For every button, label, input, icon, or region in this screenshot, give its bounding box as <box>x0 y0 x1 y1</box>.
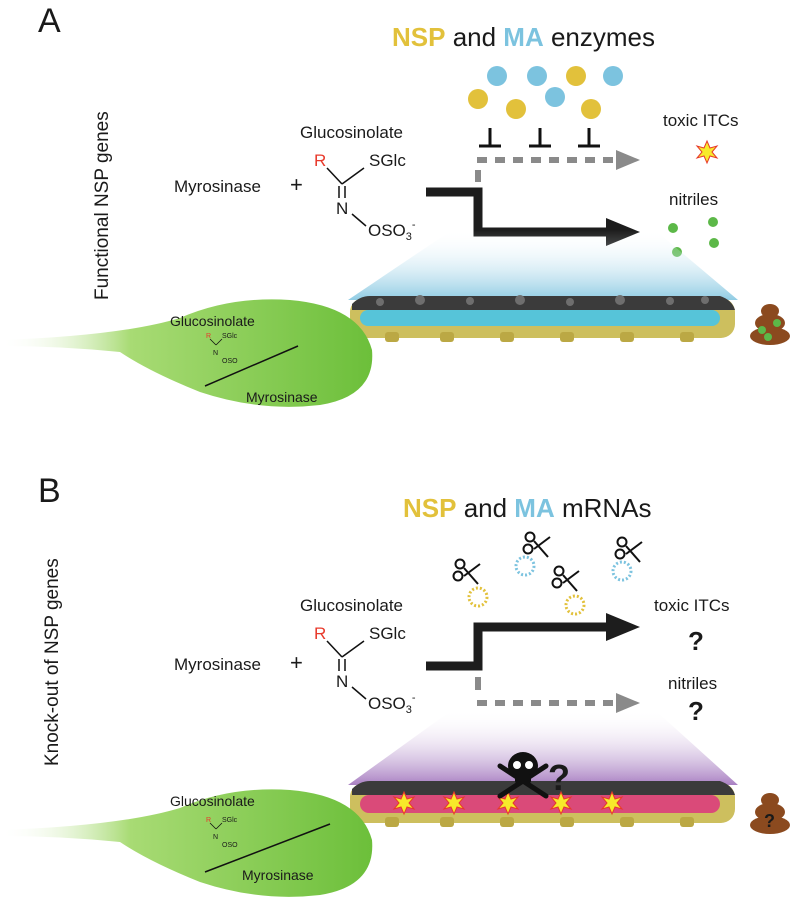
svg-text:N: N <box>213 834 218 841</box>
scissors-icon <box>452 558 489 608</box>
panel-b-unknown-itc: ? <box>688 626 704 656</box>
panel-b-title-rest: mRNAs <box>555 493 652 523</box>
inhibition-bar-icon <box>529 128 551 148</box>
enzyme-circle-icon <box>506 99 526 119</box>
panel-b-unknown-frass: ? <box>764 811 775 831</box>
svg-text:N: N <box>213 350 218 357</box>
panel-b-unknown-nitriles: ? <box>688 696 704 726</box>
gut-glow-a <box>348 230 738 300</box>
enzyme-circle-icon <box>566 66 586 86</box>
panel-b-plus: + <box>290 650 303 675</box>
enzyme-dots <box>468 66 623 119</box>
svg-text:SGlc: SGlc <box>222 817 238 824</box>
panel-b-title-and: and <box>456 493 514 523</box>
panel-a: A Functional NSP genes NSP and MA enzyme… <box>0 2 790 407</box>
sglc-label: SGlc <box>369 151 406 170</box>
leaf-icon: Glucosinolate R SGlc N OSO Myrosinase <box>0 789 373 897</box>
panel-a-product-itc: toxic ITCs <box>663 111 739 130</box>
nitrogen-label: N <box>336 672 348 691</box>
radical-label: R <box>314 624 326 643</box>
panel-a-title-rest: enzymes <box>544 22 655 52</box>
panel-b-product-itc: toxic ITCs <box>654 596 730 615</box>
arrowhead-icon <box>606 613 640 641</box>
panel-a-letter: A <box>38 2 61 40</box>
panel-a-substrate: Glucosinolate <box>300 123 403 142</box>
panel-b-title-ma: MA <box>514 493 555 523</box>
scissors-group <box>452 531 643 616</box>
solid-arrow-to-nitriles <box>426 187 612 237</box>
arrowhead-icon <box>616 693 640 713</box>
panel-b-title-nsp: NSP <box>403 493 456 523</box>
panel-b-title: NSP and MA mRNAs <box>403 493 652 523</box>
enzyme-circle-icon <box>545 87 565 107</box>
leaf-a-enzyme: Myrosinase <box>246 389 318 405</box>
panel-a-product-nitriles: nitriles <box>669 190 718 209</box>
leaf-b-substrate: Glucosinolate <box>170 793 255 809</box>
enzyme-circle-icon <box>581 99 601 119</box>
svg-text:OSO: OSO <box>222 842 238 849</box>
inhibition-bars <box>479 128 600 148</box>
panel-b-substrate: Glucosinolate <box>300 596 403 615</box>
enzyme-circle-icon <box>468 89 488 109</box>
panel-b-enzyme: Myrosinase <box>174 655 261 674</box>
enzyme-circle-icon <box>603 66 623 86</box>
leaf-a-substrate: Glucosinolate <box>170 313 255 329</box>
panel-a-plus: + <box>290 172 303 197</box>
leaf-a-structure: R SGlc N OSO <box>206 333 238 365</box>
panel-b: B Knock-out of NSP genes NSP and MA mRNA… <box>0 472 790 897</box>
leaf-b-enzyme: Myrosinase <box>242 867 314 883</box>
panel-a-title-nsp: NSP <box>392 22 445 52</box>
svg-text:R: R <box>206 817 211 824</box>
frass-icon <box>750 304 790 345</box>
enzyme-circle-icon <box>527 66 547 86</box>
radical-label: R <box>314 151 326 170</box>
arrowhead-icon <box>616 150 640 170</box>
inhibition-bar-icon <box>479 128 501 148</box>
skull-crossbones-icon <box>497 752 549 799</box>
glucosinolate-structure: R SGlc N OSO3- <box>314 151 416 243</box>
scissors-icon <box>514 531 551 577</box>
panel-b-unknown-larva: ? <box>548 757 570 798</box>
scissors-icon <box>551 565 586 616</box>
starburst-icon <box>696 140 718 164</box>
scissors-icon <box>611 536 643 582</box>
pathway-arrows <box>426 613 640 713</box>
leaf-b-structure: R SGlc N OSO <box>206 817 238 849</box>
panel-a-title-ma: MA <box>503 22 544 52</box>
caterpillar-icon <box>350 781 735 827</box>
enzyme-circle-icon <box>487 66 507 86</box>
panel-b-product-nitriles: nitriles <box>668 674 717 693</box>
svg-text:OSO: OSO <box>222 358 238 365</box>
sulfate-label: OSO3- <box>368 692 416 716</box>
glucosinolate-structure: R SGlc N OSO3- <box>314 624 416 716</box>
svg-text:SGlc: SGlc <box>222 333 238 340</box>
solid-arrow-to-itc <box>426 622 612 671</box>
panel-a-enzyme: Myrosinase <box>174 177 261 196</box>
inhibition-bar-icon <box>578 128 600 148</box>
panel-b-letter: B <box>38 472 61 510</box>
panel-a-title-and: and <box>445 22 503 52</box>
caterpillar-icon <box>350 295 735 342</box>
frass-icon: ? <box>750 793 790 834</box>
sulfate-label: OSO3- <box>368 219 416 243</box>
nitrogen-label: N <box>336 199 348 218</box>
leaf-icon: Glucosinolate R SGlc N OSO Myrosinase <box>0 299 373 407</box>
svg-text:R: R <box>206 333 211 340</box>
sglc-label: SGlc <box>369 624 406 643</box>
panel-b-side-label: Knock-out of NSP genes <box>42 558 63 766</box>
panel-a-title: NSP and MA enzymes <box>392 22 655 52</box>
panel-a-side-label: Functional NSP genes <box>92 111 113 300</box>
gut-glow-b <box>348 710 738 785</box>
